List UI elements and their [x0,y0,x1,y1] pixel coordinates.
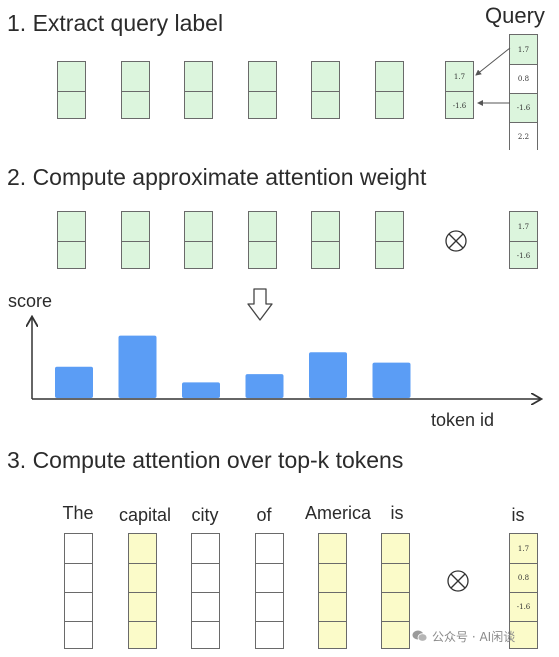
query-label-cell: -1.6 [510,241,537,270]
step2-heading: 2. Compute approximate attention weight [7,164,427,190]
label-cell: -1.6 [446,91,473,120]
score-bar [118,335,157,398]
key-block [121,211,150,269]
query-cell: 0.8 [510,64,537,93]
score-bar [309,352,347,398]
key-block [57,211,86,269]
key-block [375,211,404,269]
token-word: city [191,505,219,525]
query-token-cell: 0.8 [510,563,537,592]
step3-heading: 3. Compute attention over top-k tokens [7,447,404,473]
query-cell: 2.2 [510,122,537,151]
token-stack-selected [381,533,410,649]
token-stack [64,533,93,649]
key-block [184,211,213,269]
score-bar [245,374,284,398]
score-bar [55,366,93,398]
wechat-icon [412,630,428,642]
token-word: of [256,505,272,525]
query-token-cell [510,621,537,650]
query-label-cell: 1.7 [517,222,530,231]
key-block [311,61,340,119]
token-stack [191,533,220,649]
down-arrow-icon [247,288,273,321]
extracted-label-block: 1.7 -1.6 [445,61,474,119]
extract-arrows [475,47,511,106]
chart-ylabel: score [8,291,53,311]
token-word: The [62,503,94,523]
key-block [375,61,404,119]
score-bar [372,362,411,398]
key-block [248,61,277,119]
chart-xlabel: token id [431,410,495,430]
token-word: is [390,503,404,523]
token-word: capital [118,505,172,525]
query-token-cell: -1.6 [510,592,537,621]
token-word: America [304,503,371,523]
otimes-icon [445,230,467,252]
otimes-icon [447,570,469,592]
query-cell: 1.7 [510,35,537,64]
score-bar [182,382,220,398]
query-title: Query [485,3,545,28]
key-block [121,61,150,119]
key-block [248,211,277,269]
query-token-word: is [511,505,525,525]
query-token-cell: 1.7 [517,544,530,553]
step1-heading: 1. Extract query label [7,10,224,36]
label-cell: 1.7 [453,72,466,81]
token-stack-selected [318,533,347,649]
watermark-text: 公众号 · AI闲谈 [432,629,516,644]
token-stack [255,533,284,649]
key-block [184,61,213,119]
query-token-vector: 1.7 0.8 -1.6 [509,533,538,649]
key-block [57,61,86,119]
query-vector: 1.7 0.8 -1.6 2.2 [509,34,538,151]
watermark: 公众号 · AI闲谈 [412,626,552,646]
query-cell: -1.6 [510,93,537,122]
query-label-block: 1.7 -1.6 [509,211,538,269]
token-stack-selected [128,533,157,649]
key-block [311,211,340,269]
